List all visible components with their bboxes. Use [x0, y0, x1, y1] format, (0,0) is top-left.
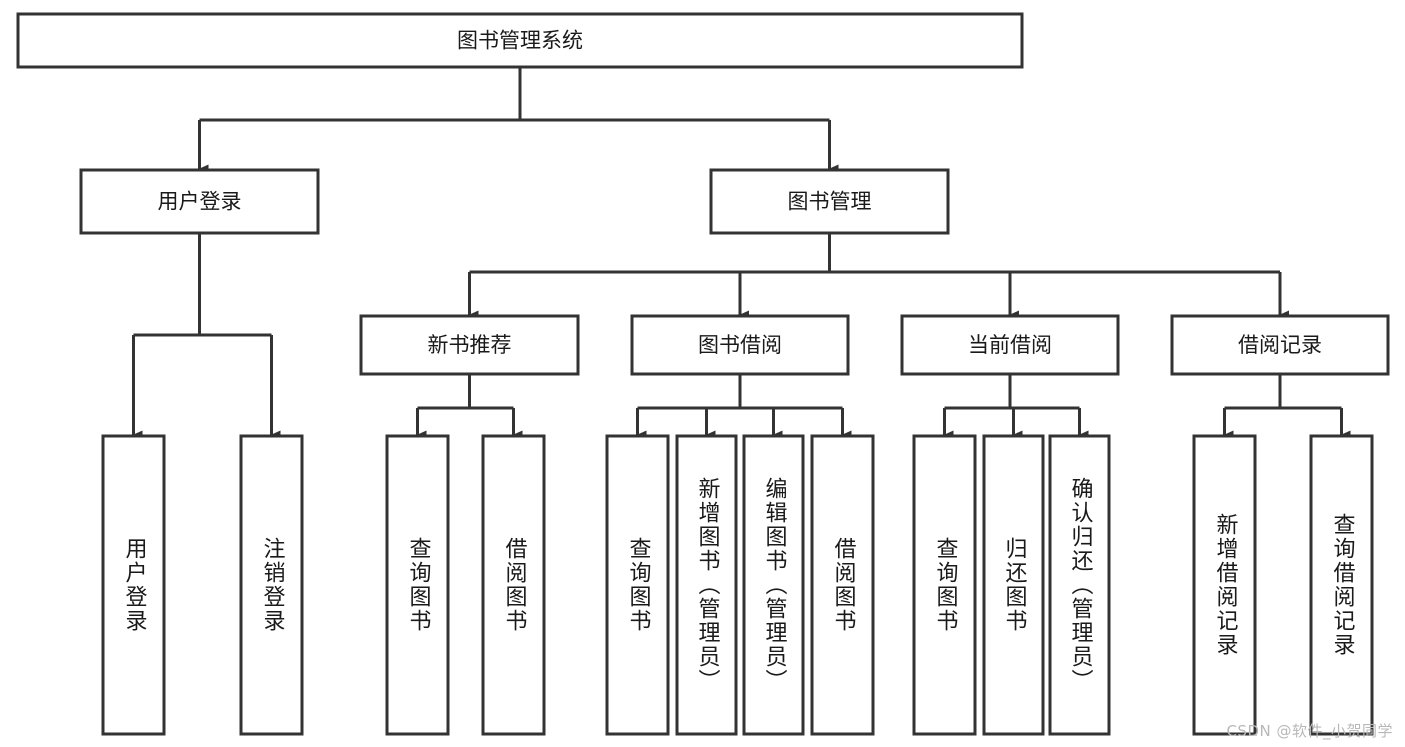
node-label-n_borrow: 图书借阅: [698, 333, 782, 357]
node-box-n_record[interactable]: [1170, 314, 1390, 376]
node-box-l_bo_borrow[interactable]: [810, 434, 875, 736]
node-box-l_user_login[interactable]: [101, 434, 166, 736]
node-box-l_rc_add[interactable]: [1192, 434, 1257, 736]
node-box-l_bo_query[interactable]: [605, 434, 670, 736]
node-box-l_cu_query[interactable]: [912, 434, 977, 736]
node-box-l_nb_query[interactable]: [385, 434, 450, 736]
node-box-l_cu_confirm[interactable]: [1048, 434, 1111, 736]
node-box-l_nb_borrow[interactable]: [481, 434, 546, 736]
node-box-l_bo_add[interactable]: [675, 434, 738, 736]
node-box-n_new_book[interactable]: [359, 314, 580, 376]
node-label-n_current: 当前借阅: [968, 333, 1052, 357]
csdn-watermark: CSDN @软件_小贺同学: [1226, 722, 1393, 740]
node-box-n_user_login[interactable]: [79, 168, 320, 235]
node-label-root: 图书管理系统: [457, 29, 583, 53]
node-label-n_new_book: 新书推荐: [428, 333, 512, 357]
node-box-l_bo_edit[interactable]: [742, 434, 805, 736]
node-box-n_book_mgmt[interactable]: [709, 168, 950, 235]
node-box-n_borrow[interactable]: [630, 314, 850, 376]
node-box-l_user_logout[interactable]: [239, 434, 304, 736]
node-box-root[interactable]: [16, 12, 1024, 69]
node-box-l_rc_query[interactable]: [1309, 434, 1374, 736]
connector-layer: [132, 67, 1351, 440]
node-label-n_user_login: 用户登录: [158, 190, 242, 214]
node-label-n_record: 借阅记录: [1238, 333, 1322, 357]
node-label-n_book_mgmt: 图书管理: [788, 190, 872, 214]
node-box-layer: [16, 12, 1390, 736]
node-box-l_cu_return[interactable]: [982, 434, 1045, 736]
node-box-n_current[interactable]: [900, 314, 1120, 376]
